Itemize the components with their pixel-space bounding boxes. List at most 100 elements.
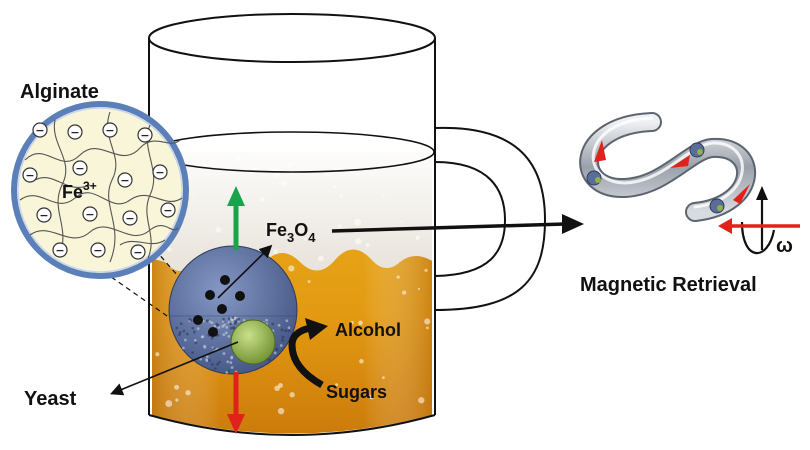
bead-speckle <box>210 321 214 325</box>
negative-charge-marker <box>117 172 133 188</box>
bubble <box>155 352 160 357</box>
bead-speckle <box>216 362 220 366</box>
fe3o4-label: Fe3O4 <box>266 220 316 245</box>
bead-speckle <box>226 360 230 364</box>
negative-charge-sign: − <box>85 208 94 221</box>
bead-speckle <box>182 329 186 333</box>
negative-charge-marker <box>67 124 83 140</box>
bead-speckle <box>277 323 281 327</box>
bead-speckle <box>231 320 234 324</box>
negative-charge-marker <box>22 167 38 183</box>
bubble <box>332 185 337 189</box>
negative-charge-sign: − <box>75 162 84 175</box>
bead-speckle <box>285 319 289 323</box>
negative-charge-marker <box>36 207 52 223</box>
bead-speckle <box>213 324 217 328</box>
yeast-pointer <box>110 341 239 396</box>
bead-speckle <box>191 326 195 330</box>
bead-speckle <box>267 358 271 362</box>
bead-speckle <box>221 320 225 323</box>
fe3-label: Fe3+ <box>62 179 97 202</box>
bubble <box>167 247 172 252</box>
negative-charge-sign: − <box>155 166 164 179</box>
bead-speckle <box>185 332 189 336</box>
mug-handle <box>434 126 547 311</box>
negative-charge-marker <box>130 244 146 260</box>
bubble <box>400 220 403 223</box>
bead-speckle <box>205 355 209 359</box>
bubble <box>424 268 428 272</box>
bubble <box>277 407 285 415</box>
bead-speckle <box>213 367 217 371</box>
bead-speckle <box>230 366 234 369</box>
bubble <box>165 400 173 407</box>
bead-speckle <box>287 329 291 333</box>
sugars-label: Sugars <box>326 382 387 402</box>
rotation-omega-symbol: ω <box>718 186 800 257</box>
bubble <box>396 275 400 279</box>
bead-speckle <box>179 322 183 326</box>
bead-speckle <box>181 346 185 350</box>
bead-speckle <box>265 318 269 322</box>
negative-charge-marker <box>90 242 106 258</box>
buoyancy-arrow-up <box>227 186 245 250</box>
bubble <box>358 320 363 326</box>
bead-speckle <box>175 326 179 330</box>
negative-charge-marker <box>160 202 176 218</box>
bead-speckle <box>225 325 229 329</box>
bead-texture <box>175 316 291 374</box>
negative-charge-sign: − <box>55 244 64 257</box>
magnetic-tube <box>579 112 756 222</box>
bead-speckle <box>271 322 275 326</box>
bead-speckle <box>223 323 226 327</box>
bubble <box>265 223 271 230</box>
bead-speckle <box>273 351 277 355</box>
beer-foam <box>152 152 432 271</box>
negative-charge-sign: − <box>120 174 129 187</box>
bead-speckle <box>225 371 229 374</box>
bubble <box>402 290 407 295</box>
bubble <box>281 180 287 187</box>
negative-charge-marker <box>152 164 168 180</box>
bead-speckle <box>217 360 221 364</box>
bead-speckle <box>178 331 182 334</box>
bead-speckle <box>222 333 226 337</box>
alginate-zoom-circle: −−−−−−−−−−−−−−− Fe3+ <box>11 101 189 279</box>
bead-speckle <box>287 326 291 330</box>
flow-arrows <box>594 140 750 204</box>
magnetic-retrieval-arrow <box>331 214 584 234</box>
magnetic-retrieval-label: Magnetic Retrieval <box>580 274 757 296</box>
negative-charge-marker <box>72 160 88 176</box>
bead-speckle <box>281 335 285 339</box>
bubble <box>175 398 179 402</box>
bubble <box>417 287 420 290</box>
bead-speckle <box>216 323 220 327</box>
bubble <box>215 226 222 233</box>
bead-speckle <box>230 318 234 322</box>
bead-speckle <box>281 338 284 342</box>
negative-charge-marker <box>32 122 48 138</box>
bubble <box>299 233 302 237</box>
bubble <box>335 383 339 387</box>
bubble <box>369 394 374 400</box>
bubble <box>289 392 295 398</box>
bead-speckle <box>235 317 239 321</box>
bead-speckle <box>229 322 232 326</box>
negative-charge-marker <box>82 206 98 222</box>
mug-rim <box>148 13 436 63</box>
bubble <box>274 385 280 392</box>
bead-speckle <box>193 338 197 342</box>
bead-speckle <box>208 320 212 323</box>
negative-charge-marker <box>137 127 153 143</box>
bead-speckle <box>183 338 187 342</box>
yeast-cell <box>230 319 276 365</box>
negative-charge-sign: − <box>140 129 149 142</box>
bead-speckle <box>227 334 231 338</box>
bubble <box>236 155 242 161</box>
bead-speckle <box>232 327 236 330</box>
negative-charge-sign: − <box>163 204 172 217</box>
fe3o4-particles <box>193 275 245 337</box>
bubble <box>339 194 343 198</box>
bead-speckle <box>233 316 237 320</box>
